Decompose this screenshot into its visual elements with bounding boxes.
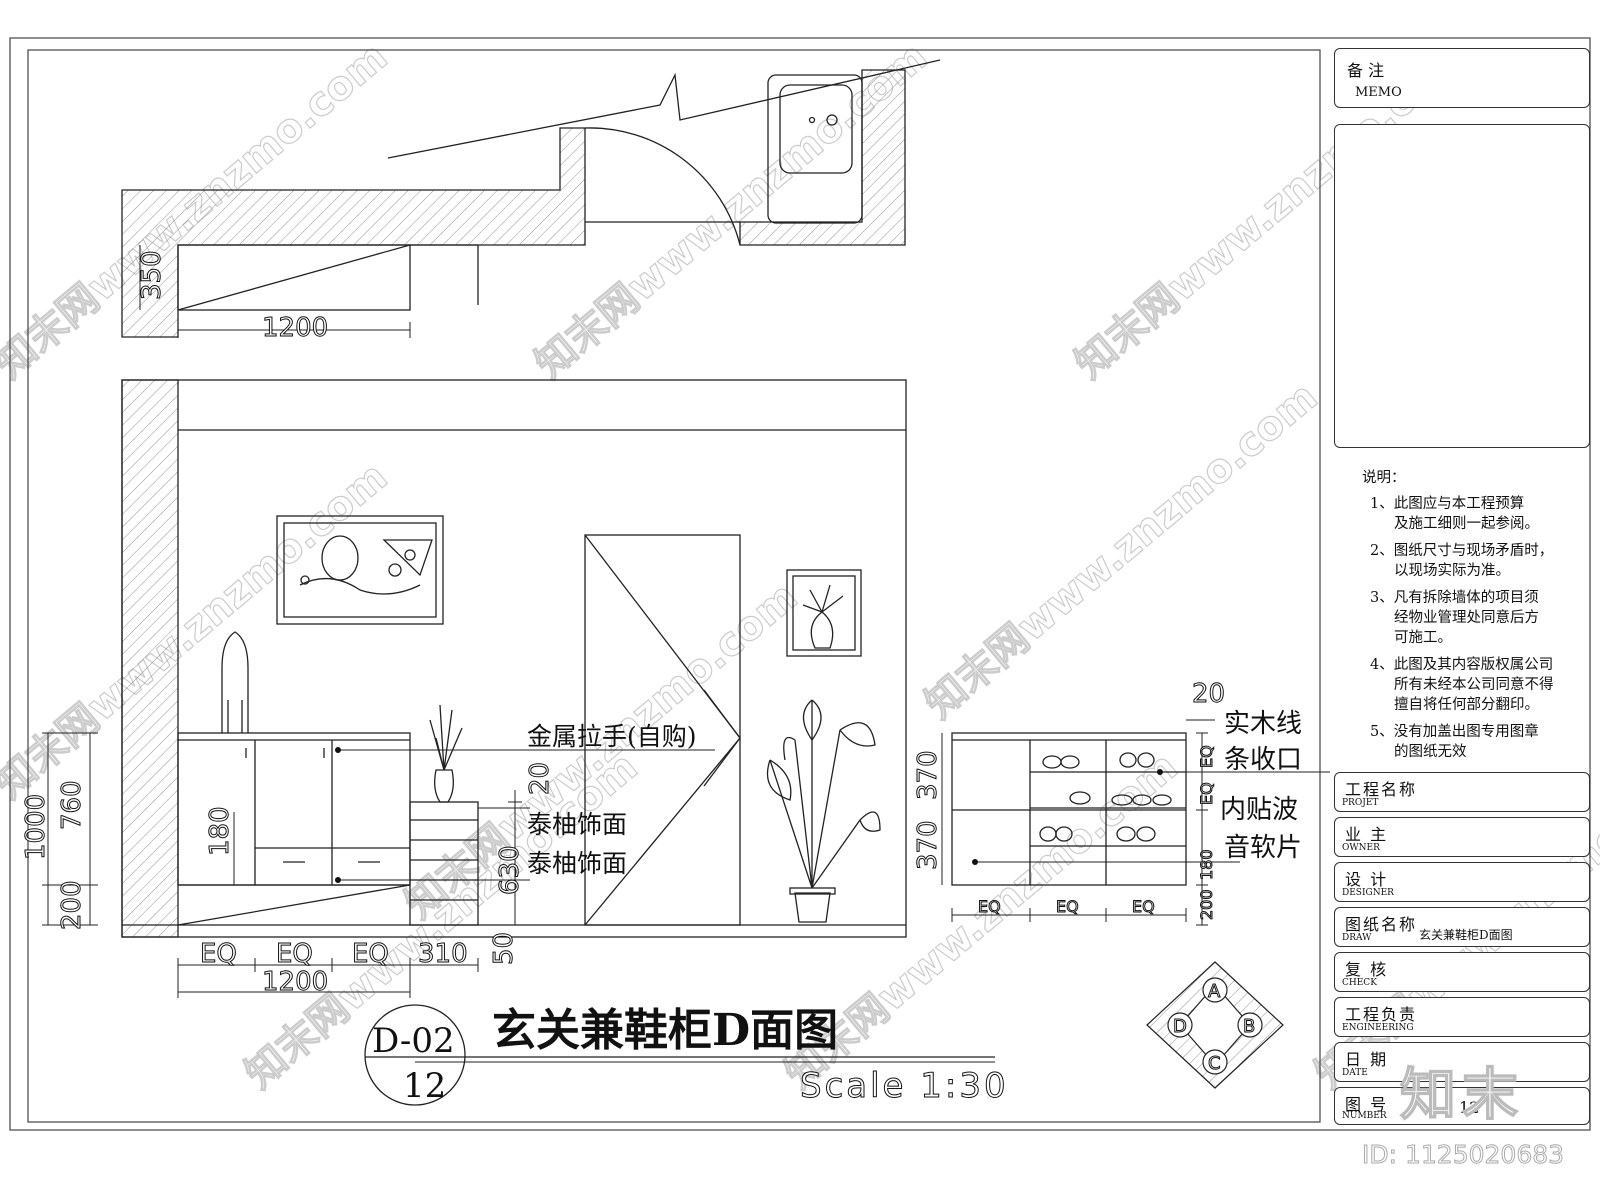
dim-rack-height: 630	[495, 845, 525, 895]
field-label-en: CHECK	[1342, 978, 1377, 988]
field-date: 日 期 DATE	[1334, 1042, 1590, 1082]
side-dim-eq-a: EQ	[1197, 745, 1216, 768]
field-label: 日 期	[1345, 1050, 1389, 1069]
memo-area	[1334, 124, 1590, 448]
notes-title: 说明：	[1362, 470, 1406, 486]
field-engineering: 工程负责 ENGINEERING	[1334, 997, 1590, 1037]
side-dim-180: 180	[1197, 849, 1216, 880]
compass-icon	[1146, 961, 1284, 1089]
field-value: 玄关兼鞋柜D面图	[1419, 928, 1513, 942]
label-trim-line-2: 条收口	[1224, 745, 1302, 775]
field-label-en: NUMBER	[1342, 1111, 1387, 1121]
compass-d: D	[1173, 1016, 1187, 1037]
label-teak-veneer-1: 泰柚饰面	[527, 810, 627, 839]
compass-b: B	[1243, 1016, 1255, 1037]
leader-dot	[335, 877, 341, 883]
side-dim-top-gap: 20	[1192, 679, 1225, 709]
memo-box: 备 注 MEMO	[1334, 48, 1590, 108]
dim-total-height: 1000	[21, 794, 51, 860]
drawing-callout: D-02 12 玄关兼鞋柜D面图 Scale 1:30	[364, 1004, 1009, 1107]
note-item: 1、此图应与本工程预算 及施工细则一起参阅。	[1370, 496, 1539, 532]
side-dim-w-eq-1: EQ	[978, 897, 1001, 916]
outer-frame	[9, 37, 1591, 1131]
label-liner-line-1: 内贴波	[1220, 795, 1298, 825]
drawing-scale: Scale 1:30	[800, 1066, 1009, 1106]
side-dim-eq-b: EQ	[1197, 782, 1216, 805]
drawing-title: 玄关兼鞋柜D面图	[492, 1005, 838, 1056]
note-item: 4、此图及其内容版权属公司 所有未经本公司同意不得 擅自将任何部分翻印。	[1370, 657, 1554, 713]
label-trim-line-1: 实木线	[1224, 709, 1302, 739]
compass-c: C	[1208, 1053, 1221, 1074]
dim-eq-3: EQ	[352, 939, 389, 969]
field-owner: 业 主 OWNER	[1334, 817, 1590, 857]
field-number: 图 号 NUMBER 12	[1334, 1087, 1590, 1125]
dim-gap-20: 20	[525, 762, 555, 795]
watermark-text: 知末网www.znzmo.com	[0, 454, 396, 808]
leader-dot	[1157, 769, 1163, 775]
dim-total-width: 1200	[262, 967, 328, 997]
field-label-en: DESIGNER	[1342, 888, 1394, 898]
compass-a: A	[1208, 981, 1221, 1002]
field-label-en: PROJET	[1342, 798, 1379, 808]
memo-label: 备 注	[1347, 61, 1385, 80]
dim-base-height: 200	[57, 880, 87, 930]
field-label: 工程负责	[1345, 1005, 1418, 1024]
watermark-text: 知末网www.znzmo.com	[777, 744, 1186, 1098]
callout-code: D-02	[372, 1021, 455, 1061]
field-label-en: OWNER	[1342, 843, 1380, 853]
field-label: 图纸名称	[1345, 915, 1418, 934]
side-dim-370-a: 370	[913, 750, 943, 800]
note-item: 2、图纸尺寸与现场矛盾时， 以现场实际为准。	[1370, 543, 1554, 579]
drawing-frame	[27, 49, 1321, 1123]
memo-label-en: MEMO	[1355, 85, 1402, 100]
field-label: 复 核	[1345, 960, 1389, 979]
dim-rack-width: 310	[418, 939, 468, 969]
dim-drawer-height: 180	[205, 806, 235, 856]
label-teak-veneer-2: 泰柚饰面	[527, 849, 627, 878]
leader-dot	[972, 859, 978, 865]
callout-sheet: 12	[403, 1066, 446, 1106]
field-designer: 设 计 DESIGNER	[1334, 862, 1590, 902]
field-drawing-name: 图纸名称 DRAW 玄关兼鞋柜D面图	[1334, 907, 1590, 947]
field-label-en: DATE	[1342, 1068, 1368, 1078]
side-dim-370-b: 370	[913, 820, 943, 870]
label-liner-line-2: 音软片	[1224, 833, 1302, 863]
watermark-text: 知末网www.znzmo.com	[917, 374, 1326, 728]
plan-width-dim: 1200	[262, 313, 328, 343]
label-metal-handle: 金属拉手(自购)	[527, 722, 697, 751]
field-label: 业 主	[1345, 825, 1389, 844]
side-dim-w-eq-2: EQ	[1056, 897, 1079, 916]
elevation-view	[121, 379, 907, 938]
side-dim-w-eq-3: EQ	[1132, 897, 1155, 916]
plan-depth-dim: 350	[137, 250, 167, 300]
field-project: 工程名称 PROJET	[1334, 772, 1590, 812]
notes-section: 说明： 1、此图应与本工程预算 及施工细则一起参阅。 2、图纸尺寸与现场矛盾时，…	[1362, 468, 1590, 769]
elevation-dimensions	[42, 732, 522, 998]
field-label: 工程名称	[1345, 780, 1418, 799]
field-check: 复 核 CHECK	[1334, 952, 1590, 992]
side-section-view	[941, 719, 1330, 926]
note-item: 3、凡有拆除墙体的项目须 经物业管理处同意后方 可施工。	[1370, 590, 1539, 646]
field-label-en: ENGINEERING	[1342, 1023, 1414, 1033]
field-label-en: DRAW	[1342, 933, 1372, 943]
watermark-id: ID: 1125020683	[1361, 1140, 1565, 1170]
field-value: 12	[1459, 1098, 1480, 1117]
side-dim-200: 200	[1197, 889, 1216, 920]
field-label: 图 号	[1345, 1095, 1389, 1114]
watermark-logo: 知末	[1399, 1062, 1524, 1129]
leader-dot	[335, 747, 341, 753]
note-item: 5、没有加盖出图专用图章 的图纸无效	[1370, 724, 1539, 760]
plan-view	[121, 59, 941, 338]
dim-upper-height: 760	[57, 780, 87, 830]
field-label: 设 计	[1345, 870, 1389, 889]
dim-eq-2: EQ	[276, 939, 313, 969]
dim-eq-1: EQ	[200, 939, 237, 969]
dim-foot-height: 50	[489, 932, 519, 965]
